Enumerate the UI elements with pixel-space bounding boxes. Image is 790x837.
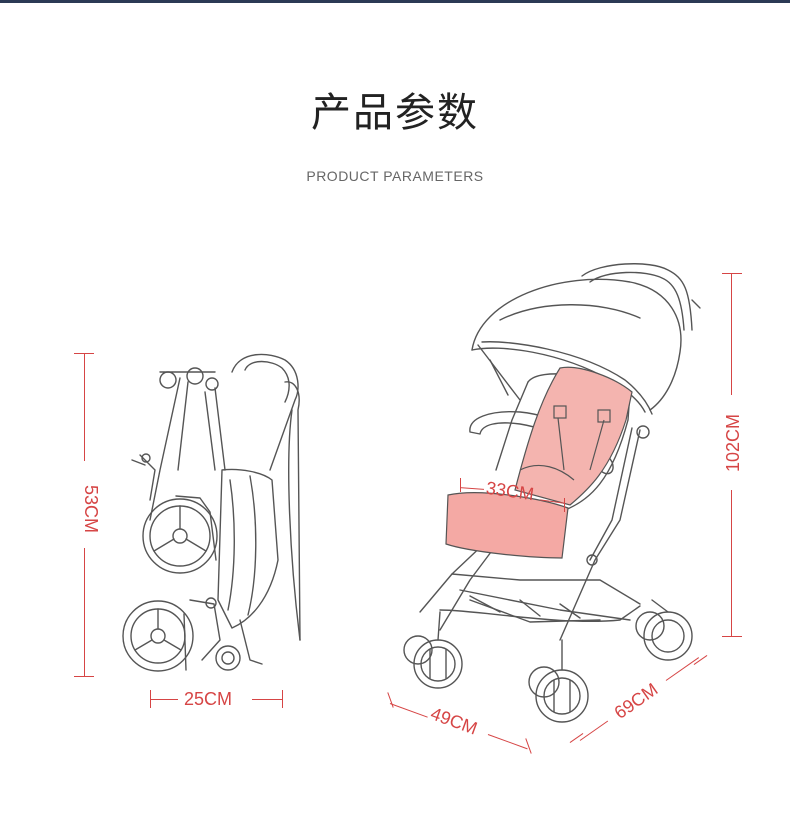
open-height-tick-bottom xyxy=(722,636,742,637)
folded-width-label: 25CM xyxy=(184,689,233,709)
folded-width-line-left xyxy=(150,699,178,700)
folded-width-tick-right xyxy=(282,690,283,708)
open-height-tick-top xyxy=(722,273,742,274)
top-accent-bar xyxy=(0,0,790,3)
seat-width-tick-left xyxy=(460,478,461,492)
folded-width-line-right xyxy=(252,699,282,700)
folded-height-line-top xyxy=(84,353,85,461)
folded-height-line-bottom xyxy=(84,548,85,676)
open-height-line-bottom xyxy=(731,490,732,636)
folded-stroller-illustration xyxy=(122,353,301,672)
open-height-line-top xyxy=(731,273,732,395)
folded-height-label: 53CM xyxy=(81,484,102,534)
open-height-label: 102CM xyxy=(723,413,744,473)
page-title: 产品参数 xyxy=(311,90,479,136)
stroller-seat xyxy=(445,366,633,559)
folded-height-tick-bottom xyxy=(74,676,94,677)
page-subtitle: PRODUCT PARAMETERS xyxy=(306,168,484,184)
seat-width-tick-right xyxy=(564,498,565,512)
open-stroller-illustration xyxy=(403,263,701,723)
